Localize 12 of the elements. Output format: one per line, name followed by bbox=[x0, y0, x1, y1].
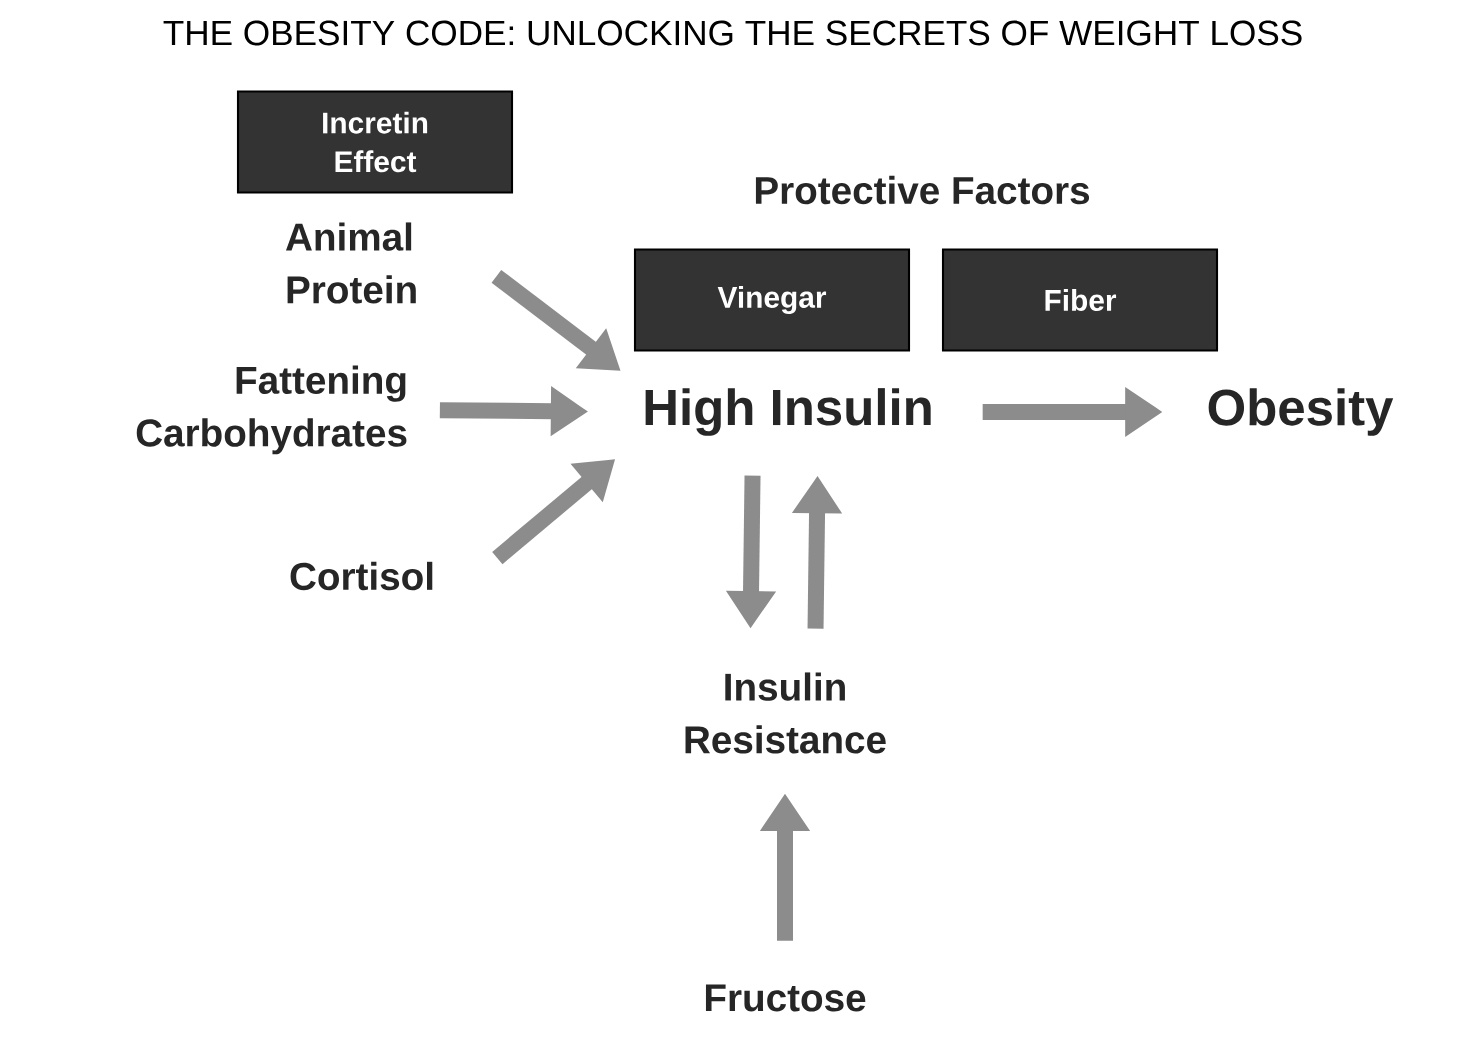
dark-box: Incretin Effect bbox=[236, 90, 514, 194]
node-text: Animal Protein bbox=[285, 222, 416, 304]
node-text: Fructose bbox=[705, 984, 866, 1012]
node-text: Obesity bbox=[1208, 388, 1394, 436]
dark-box: Fiber bbox=[941, 248, 1219, 352]
dark-box: Vinegar bbox=[633, 248, 911, 352]
node-text: High Insulin bbox=[645, 388, 931, 436]
node-text: Insulin Resistance bbox=[685, 672, 886, 754]
node-text: Cortisol bbox=[290, 561, 433, 591]
heading: Protective Factors bbox=[755, 175, 1090, 205]
title: THE OBESITY CODE: UNLOCKING THE SECRETS OF WEIGHT LOSS bbox=[163, 20, 1302, 46]
node-text: Fattening Carbohydrates bbox=[136, 365, 407, 455]
